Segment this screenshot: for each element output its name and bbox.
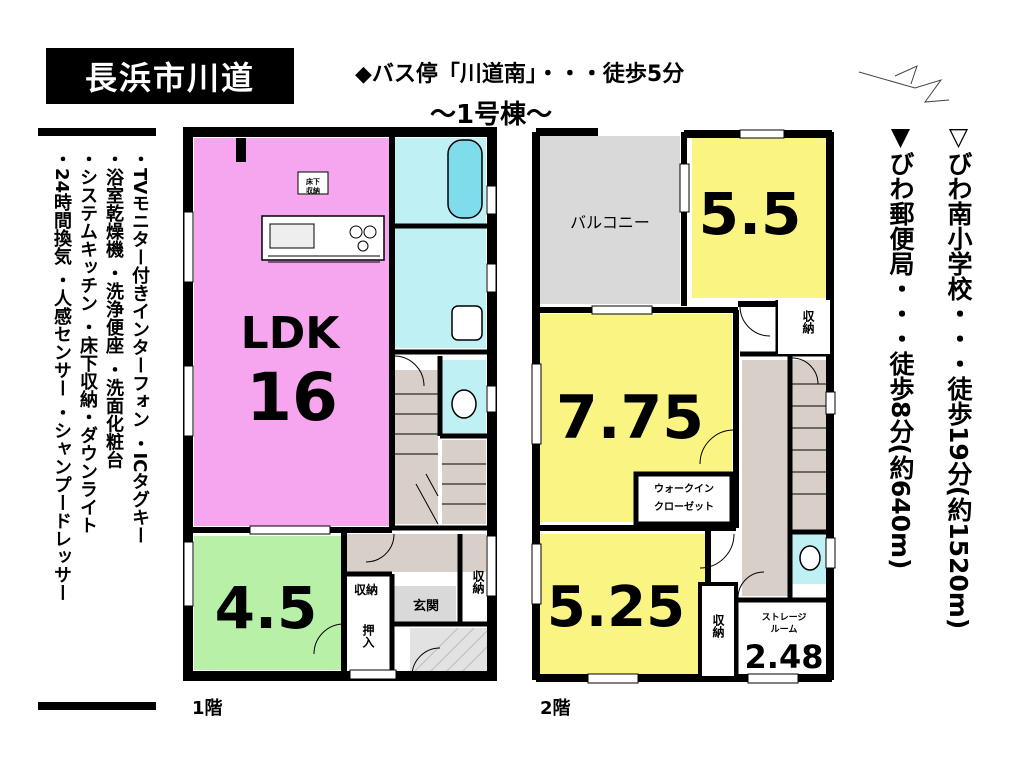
bus-access-text: ◆バス停「川道南」・・・徒歩5分 [355, 62, 685, 87]
hallway [346, 534, 486, 572]
storage-room [738, 604, 828, 676]
washitsu-room [194, 536, 342, 670]
walkin-label-2: クローゼット [654, 500, 714, 513]
stair-hall-2f [742, 360, 788, 596]
location-title: 長浜市川道 [46, 48, 294, 104]
features-box: ・TVモニター付きインターフォン ・ICタグキー ・浴室乾燥機 ・洗浄便座 ・洗… [38, 128, 156, 710]
hall-area [442, 440, 486, 524]
closet-5-25 [698, 582, 738, 680]
bathtub-icon [447, 139, 483, 219]
building-name: ～1号棟～ [430, 100, 553, 130]
feature-line: ・TVモニター付きインターフォン ・ICタグキー [129, 150, 150, 545]
genkan-label: 玄関 [413, 598, 439, 614]
room-size-5-5: 5.5 [699, 180, 802, 248]
feature-line: ・浴室乾燥機 ・洗浄便座 ・洗面化粧台 [103, 150, 124, 469]
underfloor-label: 床下収納 [306, 177, 320, 195]
kitchen-counter [261, 215, 385, 263]
ldk-label: LDK [241, 308, 342, 359]
storage-label-2f-b: 収納 [711, 614, 725, 639]
room-5-5 [692, 138, 826, 298]
storage-room-size: 2.48 [745, 638, 824, 676]
genkan-area [394, 586, 456, 624]
porch-hatch [409, 627, 491, 677]
room-5-25 [540, 534, 708, 676]
storage-label-2f-a: 収納 [801, 310, 815, 335]
fridge-mark [236, 138, 246, 162]
underfloor-label-line: 収納 [306, 186, 320, 195]
storage-label-b: 収納 [471, 570, 485, 595]
feature-line: ・24時間換気 ・人感センサー ・シャンプードレッサー [51, 150, 72, 602]
ldk-size: 16 [246, 359, 338, 436]
storage-room-label-1: ストレージ [762, 612, 807, 623]
walkin-label-1: ウォークイン [654, 483, 714, 495]
nearby-school: ▽びわ南小学校・・・徒歩19分(約1520m) [944, 122, 973, 630]
washitsu-size: 4.5 [215, 574, 318, 642]
stair-lines [394, 393, 486, 525]
room-size-7-75: 7.75 [556, 383, 704, 453]
windows-2f [531, 129, 836, 684]
underfloor-label-line: 床下 [306, 177, 320, 186]
toilet-icon [451, 389, 477, 419]
floor-plan-1f: 床下収納 LDK 16 4.5 収納 収納 玄関 押入 [183, 127, 497, 681]
sink-icon [451, 305, 483, 341]
windows-1f [183, 185, 497, 680]
toilet-icon-2f [799, 545, 821, 571]
stair-lines-2f [792, 383, 828, 495]
balcony-area [540, 136, 680, 304]
ldk-room [194, 138, 390, 526]
nearby-post-office: ▼びわ郵便局・・・徒歩8分(約640m) [886, 122, 915, 570]
balcony-label: バルコニー [570, 213, 650, 232]
closet-5-5 [778, 300, 830, 354]
storage-room-label-2: ルーム [771, 624, 798, 635]
compass-icon [858, 65, 950, 103]
stair-area [394, 370, 438, 524]
room-size-5-25: 5.25 [547, 575, 685, 640]
doors-2f [699, 305, 819, 599]
feature-line: ・システムキッチン ・床下収納・ダウンライト [77, 150, 98, 535]
doors-1f [313, 355, 441, 677]
stair-2f [792, 360, 828, 530]
underfloor-storage-box [297, 171, 329, 195]
floor-plan-2f: バルコニー 5.5 7.75 5.25 ウォークイン クローゼット 収納 収納 … [531, 128, 836, 684]
floor-1-label: 1階 [192, 698, 223, 719]
storage-label-a: 収納 [354, 582, 378, 597]
walkin-closet [633, 471, 735, 527]
floor-2-label: 2階 [540, 698, 571, 719]
oshiire-label: 押入 [361, 623, 375, 649]
